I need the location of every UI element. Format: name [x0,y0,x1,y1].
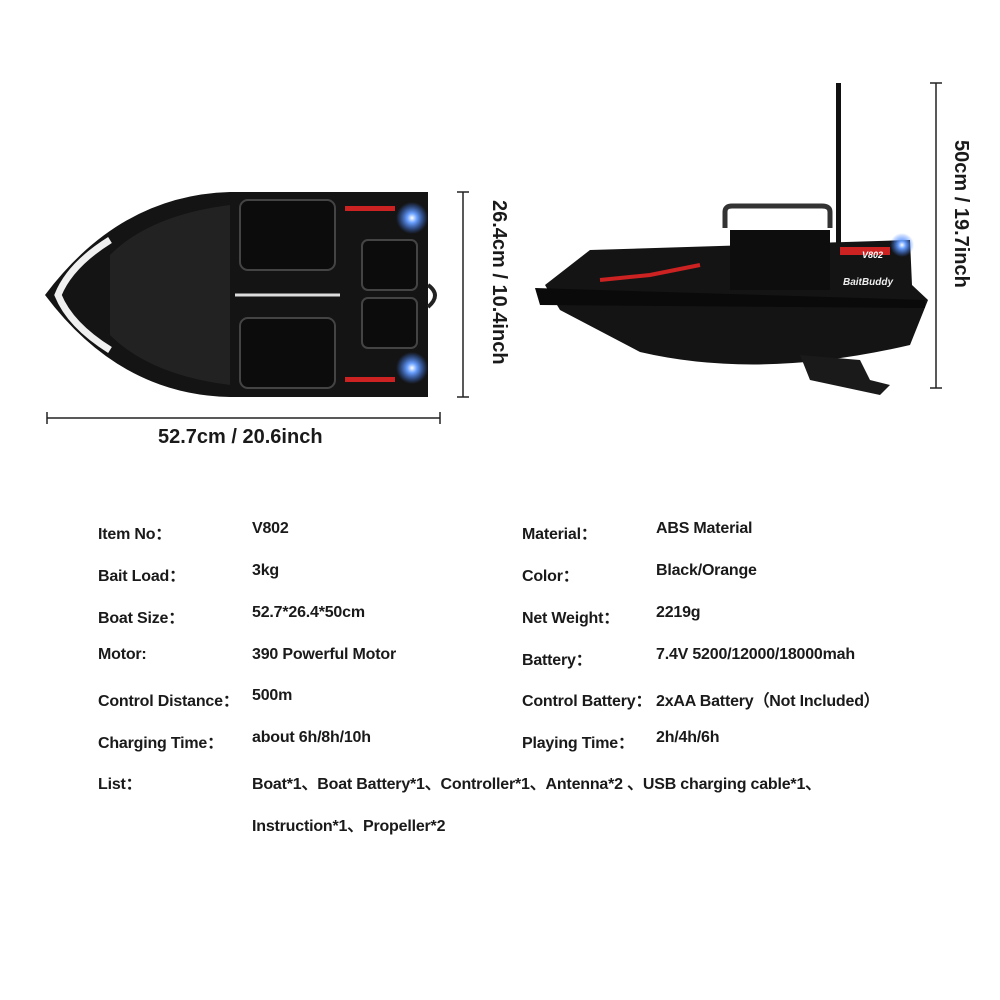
height-label: 50cm / 19.7inch [950,140,972,288]
height-dimension-line [930,82,942,389]
spec-value: 3kg [252,562,279,579]
spec-label: Playing Time： [522,735,634,752]
spec-value: ABS Material [656,520,753,537]
boat-top-view [45,192,437,397]
spec-label: Color： [522,568,579,585]
spec-label: Control Battery： [522,693,652,710]
model-badge: V802 [862,250,884,260]
spec-label: Charging Time： [98,735,223,752]
spec-value: 500m [252,687,293,704]
spec-label: Motor: [98,646,147,663]
list-value-line1: Boat*1、Boat Battery*1、Controller*1、Anten… [252,776,821,793]
light-icon [890,233,914,257]
spec-value: 2219g [656,604,701,621]
spec-value: about 6h/8h/10h [252,729,371,746]
width-dimension-line [457,191,469,398]
length-dimension-line [46,412,441,424]
spec-label: Battery： [522,652,592,669]
spec-value: 390 Powerful Motor [252,646,396,663]
list-value-line2: Instruction*1、Propeller*2 [252,818,446,835]
width-label: 26.4cm / 10.4inch [488,200,510,365]
boat-side-view [535,83,928,395]
spec-label: Boat Size： [98,610,185,627]
spec-value: 52.7*26.4*50cm [252,604,365,621]
length-label: 52.7cm / 20.6inch [158,426,323,448]
spec-label: Net Weight： [522,610,620,627]
spec-value: Black/Orange [656,562,757,579]
spec-value: V802 [252,520,289,537]
spec-value: 2xAA Battery（Not Included） [656,693,880,710]
boat-illustrations [45,82,942,424]
spec-label: Control Distance： [98,693,239,710]
spec-value: 7.4V 5200/12000/18000mah [656,646,855,663]
brand-logo: BaitBuddy [843,277,893,288]
spec-label: Material： [522,526,597,543]
spec-label: Bait Load： [98,568,185,585]
list-label: List： [98,776,142,793]
light-icon [396,202,428,234]
light-icon [396,352,428,384]
spec-value: 2h/4h/6h [656,729,720,746]
spec-label: Item No： [98,526,172,543]
